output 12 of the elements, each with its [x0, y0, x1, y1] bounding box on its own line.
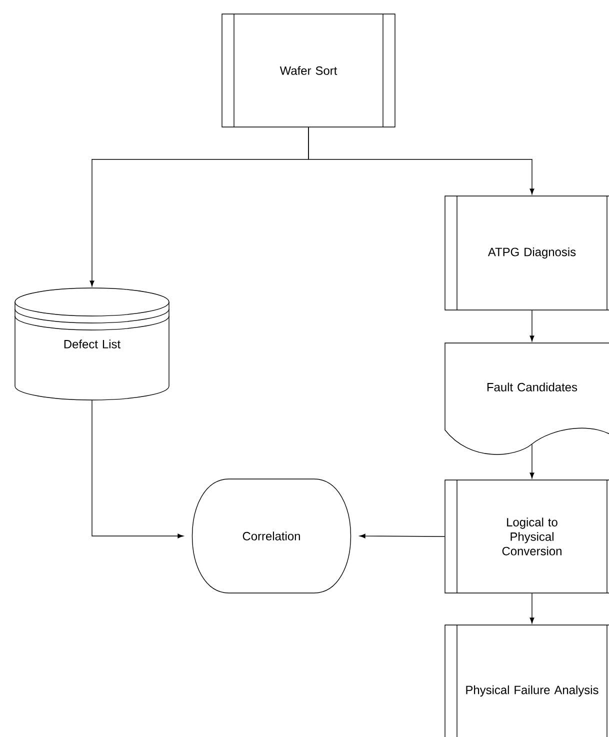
- database-cylinder: Defect List: [14, 288, 170, 400]
- arrow: [530, 593, 534, 624]
- arrow: [92, 400, 184, 538]
- process-box: Logical to Physical Conversion: [444, 480, 609, 594]
- process-box: Physical Failure Analysis: [444, 624, 609, 737]
- node-label: Defect List: [64, 340, 120, 348]
- arrow: [308, 127, 534, 194]
- arrow: [360, 534, 445, 538]
- arrow: [530, 444, 534, 478]
- process-box: ATPG Diagnosis: [444, 196, 609, 310]
- process-box: Wafer Sort: [222, 14, 396, 128]
- arrow: [530, 310, 534, 342]
